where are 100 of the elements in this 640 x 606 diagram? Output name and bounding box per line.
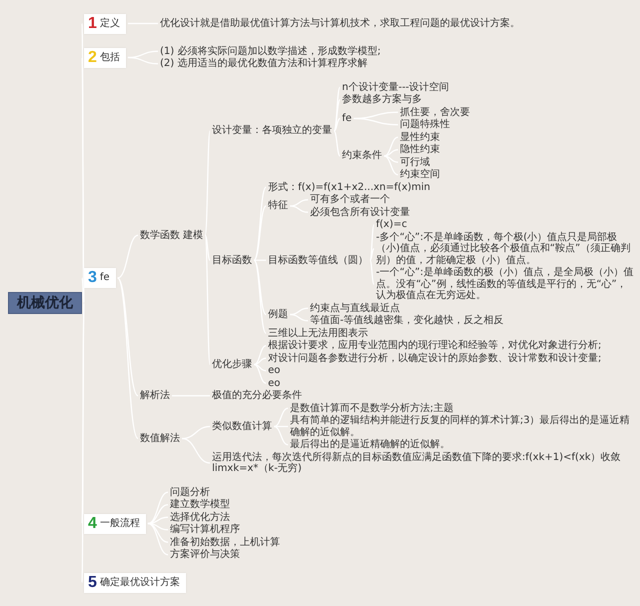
branch-text: 运用迭代法，每次迭代所得新点的目标函数值应满足函数值下降的要求:f(xk+1)<f(xk）收敛limxk=x*（k-无穷) <box>212 452 632 474</box>
branch-text: 三维以上无法用图表示 <box>268 328 368 339</box>
branch-line <box>117 278 138 439</box>
branch-text: 目标函数等值线（圆） <box>268 254 368 266</box>
branch-line <box>204 234 210 261</box>
branch-line <box>254 364 266 384</box>
branch-line <box>148 492 168 524</box>
branch-line <box>384 136 398 157</box>
branch-text: n个设计变量---设计空间 <box>342 82 450 93</box>
branch-text: 对设计问题各参数进行分析，以确定设计的原始参数、设计常数和设计变量; <box>268 352 602 364</box>
branch-line <box>81 278 85 304</box>
topic-number: 4 <box>88 514 97 532</box>
branch-text: (1) 必须将实际问题加以数学描述，形成数学模型; <box>160 46 381 57</box>
branch-line <box>117 278 138 396</box>
branch-line <box>117 234 138 279</box>
branch-text: 特征 <box>268 200 288 212</box>
topic-box <box>84 48 126 68</box>
branch-line <box>334 130 340 156</box>
branch-line <box>254 206 266 261</box>
branch-line <box>254 345 266 366</box>
branch-text: 问题特殊性 <box>400 119 450 130</box>
branch-line <box>369 260 375 285</box>
branch-line <box>182 438 210 464</box>
branch-text: 可行域 <box>400 156 430 168</box>
topic-number: 1 <box>88 14 97 32</box>
branch-text: 准备初始数据，上机计算 <box>170 536 280 548</box>
topic-label: 包括 <box>100 52 120 64</box>
topic-label: 确定最优设计方案 <box>100 576 180 588</box>
branch-line <box>254 358 266 366</box>
branch-text: eo <box>268 378 280 389</box>
topic-number: 5 <box>88 574 97 592</box>
branch-text: 设计变量：各项独立的变量 <box>212 125 332 137</box>
topic-box <box>84 514 146 534</box>
branch-text: 优化设计就是借助最优值计算方法与计算机技术，求取工程问题的最优设计方案。 <box>160 18 520 30</box>
branch-line <box>290 308 308 316</box>
branch-text: 根据设计要求，应用专业范围内的现行理论和经验等，对优化对象进行分析; <box>268 340 602 352</box>
branch-text: 显性约束 <box>400 132 440 143</box>
branch-text: 隐性约束 <box>400 144 440 156</box>
topic-label: fe <box>100 272 110 284</box>
branch-line <box>254 260 266 315</box>
branch-text: 形式：f(x)=f(x1+x2...xn=f(x)min <box>268 182 430 193</box>
branch-text: 方案评价与决策 <box>170 549 240 560</box>
branch-line <box>384 149 398 157</box>
branch-line <box>290 205 308 213</box>
branch-text: 解析法 <box>140 390 170 402</box>
branch-text: 最后得出的是逼近精确解的近似解。 <box>290 439 450 450</box>
branch-line <box>128 56 158 64</box>
branch-line <box>274 408 288 428</box>
branch-line <box>204 235 211 365</box>
branch-line <box>370 248 374 261</box>
branch-text: -多个“心”:不是单峰函数，每个极(小）值点只是局部极（小)值点，必须通过比较各个极值点和“鞍点”（须正确判别）的值，才能确定极（小）值点。 <box>376 232 634 266</box>
branch-line <box>384 155 398 176</box>
branch-text: 约束条件 <box>342 150 382 162</box>
topic-box <box>84 268 116 288</box>
branch-text: 可有多个或者一个 <box>310 194 390 206</box>
branch-text: 类似数值计算 <box>212 420 272 432</box>
topic-number: 3 <box>88 269 97 287</box>
branch-line <box>204 130 211 236</box>
branch-text: 例题 <box>268 308 288 320</box>
branch-line <box>290 314 308 322</box>
branch-text: eo <box>268 365 280 376</box>
branch-text: fe <box>342 112 352 124</box>
topic-box <box>84 14 126 34</box>
branch-text: 约束点与直线最近点 <box>310 302 400 314</box>
branch-text: 是数值计算而不是数学分析方法;主题 <box>290 402 454 414</box>
branch-text: 编写计算机程序 <box>170 524 240 536</box>
branch-text: 参数越多方案与多 <box>342 94 422 106</box>
branch-text: 优化步骤 <box>212 358 252 370</box>
branch-text: 数值解法 <box>140 432 180 444</box>
topic-box <box>84 572 186 592</box>
branch-line <box>254 364 266 372</box>
branch-text: f(x)=c <box>376 219 408 230</box>
topic-number: 2 <box>88 48 97 66</box>
branch-line <box>274 426 288 446</box>
branch-text: 极值的充分必要条件 <box>212 390 302 402</box>
branch-line <box>334 86 340 132</box>
branch-text: 等值面-等值线越密集，变化越快，反之相反 <box>310 315 504 326</box>
branch-text: 目标函数 <box>212 254 252 266</box>
branch-text: 建立数学模型 <box>170 499 230 510</box>
branch-line <box>384 155 398 163</box>
branch-line <box>254 260 266 334</box>
branch-line <box>369 224 375 260</box>
branch-text: -一个“心”:是单峰函数的极（小）值点，是全局极（小）值点。没有“心”例，线性函数的等值线是平行的，无“心”，认为极值点在无穷远处。 <box>376 267 634 302</box>
branch-line <box>290 199 308 207</box>
branch-text: 问题分析 <box>170 486 210 498</box>
topic-label: 一般流程 <box>100 518 140 530</box>
branch-text: 必须包含所有设计变量 <box>310 206 410 218</box>
branch-line <box>254 186 266 261</box>
branch-text: 具有简单的逻辑结构并能进行反复的同样的算术计算;3）最后得出的是逼近精确解的近似解。 <box>290 415 634 438</box>
branch-line <box>182 426 210 440</box>
branch-text: 数学函数 建模 <box>140 230 204 241</box>
branch-text: 选择优化方法 <box>170 512 230 523</box>
branch-text: 抓住要，舍次要 <box>400 106 470 118</box>
branch-text: 约束空间 <box>400 169 440 180</box>
central-topic-box: 机械优化 <box>8 292 82 314</box>
branch-line <box>334 118 340 132</box>
branch-line <box>148 522 168 556</box>
branch-line <box>354 118 398 126</box>
branch-text: (2) 选用适当的最优化数值方法和计算程序求解 <box>160 58 368 70</box>
topic-label: 定义 <box>100 18 120 30</box>
